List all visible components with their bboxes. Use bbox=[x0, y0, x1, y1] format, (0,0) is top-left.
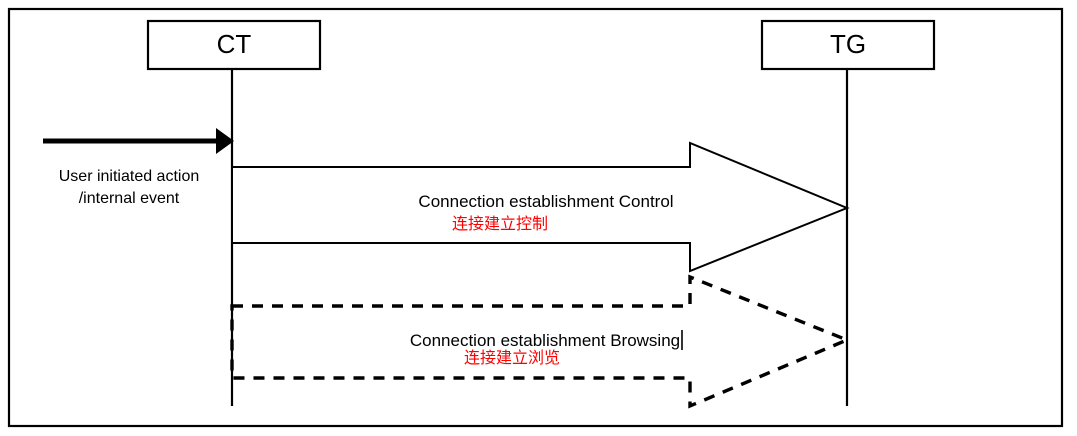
node-box-ct[interactable] bbox=[146, 19, 322, 71]
message-arrow-browsing[interactable] bbox=[230, 274, 852, 409]
node-box-tg[interactable] bbox=[760, 19, 936, 71]
message-arrow-control[interactable] bbox=[231, 141, 850, 273]
trigger-label-line2: /internal event bbox=[79, 190, 180, 207]
node-label-ct: CT bbox=[217, 29, 252, 59]
message-label-browsing-en: Connection establishment Browsing bbox=[410, 331, 680, 350]
trigger-label-line1: User initiated action bbox=[59, 168, 200, 185]
trigger-arrow-head bbox=[216, 128, 234, 154]
message-label-control-zh: 连接建立控制 bbox=[452, 215, 548, 233]
node-label-tg: TG bbox=[830, 29, 866, 59]
message-label-browsing-zh: 连接建立浏览 bbox=[464, 349, 560, 367]
message-label-control-en: Connection establishment Control bbox=[418, 192, 673, 211]
diagram-frame bbox=[7, 7, 1064, 428]
